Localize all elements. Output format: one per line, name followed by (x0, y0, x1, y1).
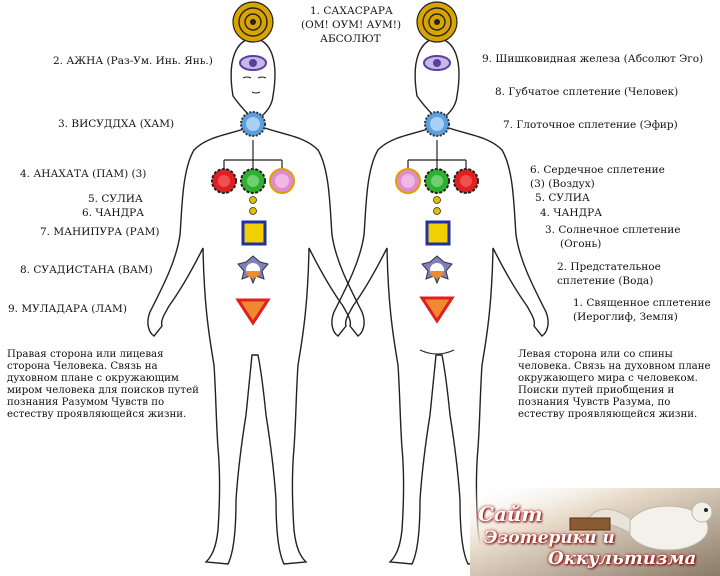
left-label-muladhara: 9. МУЛАДАРА (ЛАМ) (8, 303, 127, 315)
right-label-8: 8. Губчатое сплетение (Человек) (495, 86, 679, 98)
left-label-svadhisthana: 8. СУАДИСТАНА (ВАМ) (20, 264, 153, 276)
sulia-dot-back (433, 196, 441, 204)
heart-chakra-pink-front (269, 168, 295, 194)
throat-chakra-front (240, 111, 266, 137)
book-icon (569, 517, 611, 531)
third-eye-chakra-back (423, 55, 451, 71)
front-chakras (211, 1, 295, 326)
right-label-9: 9. Шишковидная железа (Абсолют Эго) (482, 53, 704, 65)
logo-background (470, 488, 720, 576)
left-label-vishuddha: 3. ВИСУДДХА (ХАМ) (58, 118, 175, 130)
right-label-2b: сплетение (Вода) (557, 275, 654, 287)
left-label-anahata: 4. АНАХАТА (ПАМ) (3) (20, 168, 147, 180)
sahasrara-label-line2: (ОМ! ОУМ! АУМ!) (301, 19, 402, 31)
back-chakras (395, 1, 479, 324)
manipura-square-back (425, 220, 451, 246)
right-label-3a: 3. Солнечное сплетение (545, 224, 681, 236)
heart-chakra-green-back (424, 168, 450, 194)
heart-chakra-red-front (211, 168, 237, 194)
left-label-manipura: 7. МАНИПУРА (РАМ) (40, 226, 160, 238)
sahasrara-label-line3: АБСОЛЮТ (320, 33, 381, 45)
front-body-outline (147, 37, 365, 565)
right-label-6a: 6. Сердечное сплетение (530, 164, 665, 176)
logo-line3: Оккультизма (548, 548, 697, 569)
throat-chakra-back (424, 111, 450, 137)
right-label-5: 5. СУЛИА (535, 192, 590, 204)
left-label-chandra: 6. ЧАНДРА (82, 207, 145, 219)
third-eye-chakra-front (239, 55, 267, 71)
right-label-1a: 1. Священное сплетение (573, 297, 711, 309)
manipura-square-front (241, 220, 267, 246)
site-logo: Сайт Эзотерики и Оккультизма (440, 488, 720, 576)
logo-line1: Сайт (478, 502, 543, 526)
heart-chakra-red-back (453, 168, 479, 194)
crown-chakra-front (232, 1, 274, 43)
chandra-dot-front (249, 207, 257, 215)
svadhisthana-chakra-back (421, 255, 453, 285)
right-label-7: 7. Глоточное сплетение (Эфир) (503, 119, 678, 131)
crown-chakra-back (416, 1, 458, 43)
heart-tree-front (223, 140, 283, 168)
heart-chakra-pink-back (395, 168, 421, 194)
heart-chakra-green-front (240, 168, 266, 194)
right-label-1b: (Иероглиф, Земля) (573, 311, 678, 323)
right-label-6b: (3) (Воздух) (530, 178, 595, 190)
left-label-sulia: 5. СУЛИА (88, 193, 143, 205)
left-description: Правая сторона или лицевая сторона Челов… (7, 349, 199, 420)
right-label-2a: 2. Предстательное (557, 261, 661, 273)
right-description: Левая сторона или со спины человека. Свя… (518, 349, 711, 420)
back-body-outline (331, 37, 549, 565)
muladhara-triangle-front (235, 298, 271, 326)
sahasrara-label-line1: 1. САХАСРАРА (310, 5, 393, 17)
heart-tree-back (407, 140, 467, 168)
muladhara-triangle-back (419, 296, 455, 324)
right-label-3b: (Огонь) (560, 238, 602, 250)
owl-icon (583, 501, 713, 551)
chandra-dot-back (433, 207, 441, 215)
logo-line2: Эзотерики и (484, 528, 615, 548)
svadhisthana-chakra-front (237, 255, 269, 285)
sulia-dot-front (249, 196, 257, 204)
left-label-ajna: 2. АЖНА (Раз-Ум. Инь. Янь.) (53, 55, 213, 67)
right-label-4: 4. ЧАНДРА (540, 207, 603, 219)
